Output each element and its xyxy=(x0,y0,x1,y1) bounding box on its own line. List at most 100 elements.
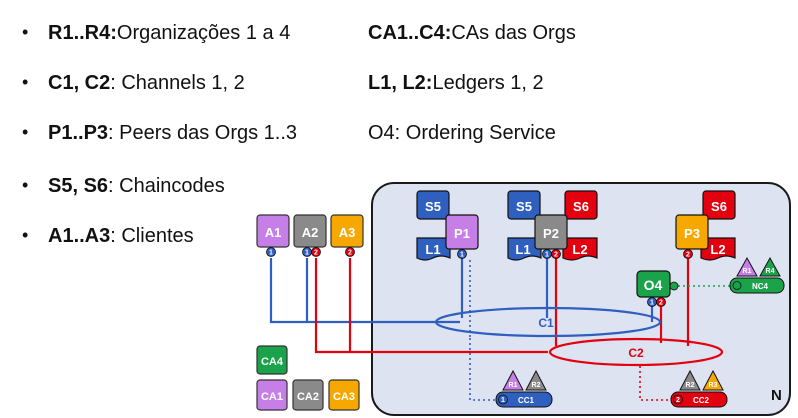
channel-c1 xyxy=(434,306,662,338)
legend-key: R1..R4: xyxy=(48,22,117,44)
port-1-label: 1 xyxy=(501,397,505,404)
legend-desc: Organizações 1 a 4 xyxy=(116,22,291,44)
bullet-icon: • xyxy=(22,175,29,195)
port-2-label: 2 xyxy=(676,397,680,404)
ca3: CA3 xyxy=(328,379,360,411)
cc2-label: CC2 xyxy=(693,396,710,405)
ledger-l1-p2: L1 xyxy=(507,237,542,261)
port-2-label: 2 xyxy=(554,252,558,259)
client-a3: A3 xyxy=(330,214,364,248)
ca4-label: CA4 xyxy=(261,356,284,368)
peer-p3: P3 xyxy=(675,214,709,250)
p2-label: P2 xyxy=(543,226,559,241)
peer-ports: 1 1 2 2 xyxy=(457,249,693,259)
bullet-icon: • xyxy=(22,122,29,142)
chaincode-s5-p1: S5 xyxy=(416,190,450,220)
ledger-l2-p2: L2 xyxy=(562,237,598,261)
legend-desc: Ledgers 1, 2 xyxy=(432,72,544,94)
legend-key: S5, S6 xyxy=(48,175,109,197)
s5-label: S5 xyxy=(425,199,441,214)
port-1-label: 1 xyxy=(545,252,549,259)
tag-r3: R3 xyxy=(709,382,718,389)
ledger-l2-p3: L2 xyxy=(700,237,736,261)
tag-r1: R1 xyxy=(743,268,752,275)
legend-key: CA1..C4: xyxy=(368,22,452,44)
port-1-label: 1 xyxy=(269,250,273,257)
legend-desc: : Clientes xyxy=(110,225,194,247)
ca2: CA2 xyxy=(292,379,324,411)
legend-desc: : Channels 1, 2 xyxy=(110,72,245,94)
ca4: CA4 xyxy=(256,345,288,375)
l2-label: L2 xyxy=(710,242,725,257)
peer-p1: P1 xyxy=(445,214,479,250)
orderer-ports: 1 2 xyxy=(647,281,679,307)
legend-cas: CA1..C4: CAs das Orgs xyxy=(368,22,576,45)
legend-desc: : Chaincodes xyxy=(108,175,225,197)
s6-label: S6 xyxy=(711,199,727,214)
ledger-l1-p1: L1 xyxy=(416,237,451,261)
link-a1-c1 xyxy=(269,258,460,324)
chaincode-s5-p2: S5 xyxy=(507,190,541,220)
tag-r2: R2 xyxy=(532,382,541,389)
l2-label: L2 xyxy=(572,242,587,257)
legend-chaincodes: • S5, S6: Chaincodes xyxy=(22,175,225,198)
port-2-label: 2 xyxy=(314,250,318,257)
channel-config-cc1: R1 R2 1 CC1 xyxy=(495,369,553,408)
port-2-label: 2 xyxy=(348,250,352,257)
legend-desc: : Peers das Orgs 1..3 xyxy=(108,122,298,144)
legend-clients: • A1..A3: Clientes xyxy=(22,225,194,248)
tag-r2: R2 xyxy=(686,382,695,389)
c2-crossing-mark xyxy=(555,317,557,327)
l1-label: L1 xyxy=(515,242,530,257)
legend-ledgers: L1, L2: Ledgers 1, 2 xyxy=(368,72,544,95)
port-1-label: 1 xyxy=(305,250,309,257)
ca2-label: CA2 xyxy=(297,391,319,403)
tag-r4: R4 xyxy=(766,268,775,275)
c2-config-link xyxy=(639,366,676,401)
channel-c2 xyxy=(548,337,724,367)
legend-key: L1, L2: xyxy=(368,72,433,94)
ca1-label: CA1 xyxy=(261,391,283,403)
legend-key: C1, C2 xyxy=(48,72,111,94)
client-a1: A1 xyxy=(256,214,290,248)
legend-key: A1..A3 xyxy=(48,225,111,247)
bullet-icon: • xyxy=(22,72,29,92)
bullet-icon: • xyxy=(22,22,29,42)
p3-label: P3 xyxy=(684,226,700,241)
s5-label: S5 xyxy=(516,199,532,214)
client-a3-label: A3 xyxy=(339,225,356,240)
peer-p2: P2 xyxy=(534,214,568,250)
p1-label: P1 xyxy=(454,226,470,241)
ca1: CA1 xyxy=(256,379,288,411)
channel-c1-label: C1 xyxy=(538,316,554,330)
client-a1-label: A1 xyxy=(265,225,282,240)
chaincode-s6-p2: S6 xyxy=(564,190,598,220)
cc1-label: CC1 xyxy=(518,396,535,405)
client-a2: A2 xyxy=(293,214,327,248)
l1-label: L1 xyxy=(425,242,440,257)
tag-r1: R1 xyxy=(509,382,518,389)
s6-label: S6 xyxy=(573,199,589,214)
port-2-label: 2 xyxy=(686,252,690,259)
legend-desc: CAs das Orgs xyxy=(451,22,576,44)
legend-peers: • P1..P3: Peers das Orgs 1..3 xyxy=(22,122,298,145)
client-a2-label: A2 xyxy=(302,225,319,240)
legend-desc: O4: Ordering Service xyxy=(368,122,556,144)
ca3-label: CA3 xyxy=(333,391,355,403)
orderer-o4: O4 xyxy=(636,270,671,298)
network-label: N xyxy=(771,387,782,404)
nc4-label: NC4 xyxy=(752,282,769,291)
port-1-label: 1 xyxy=(460,252,464,259)
client-ports: 1 1 2 2 xyxy=(266,247,355,257)
legend-orgs: • R1..R4: Organizações 1 a 4 xyxy=(22,22,291,45)
legend-orderer: O4: Ordering Service xyxy=(368,122,556,145)
bullet-icon: • xyxy=(22,225,29,245)
port-2-label: 2 xyxy=(659,300,663,307)
network-config-nc4: R1 R4 NC4 xyxy=(729,256,785,294)
channel-config-cc2: R2 R3 2 CC2 xyxy=(670,369,728,408)
chaincode-s6-p3: S6 xyxy=(702,190,736,220)
channel-c2-label: C2 xyxy=(628,346,644,360)
port-1-label: 1 xyxy=(650,300,654,307)
legend-channels: • C1, C2: Channels 1, 2 xyxy=(22,72,245,95)
